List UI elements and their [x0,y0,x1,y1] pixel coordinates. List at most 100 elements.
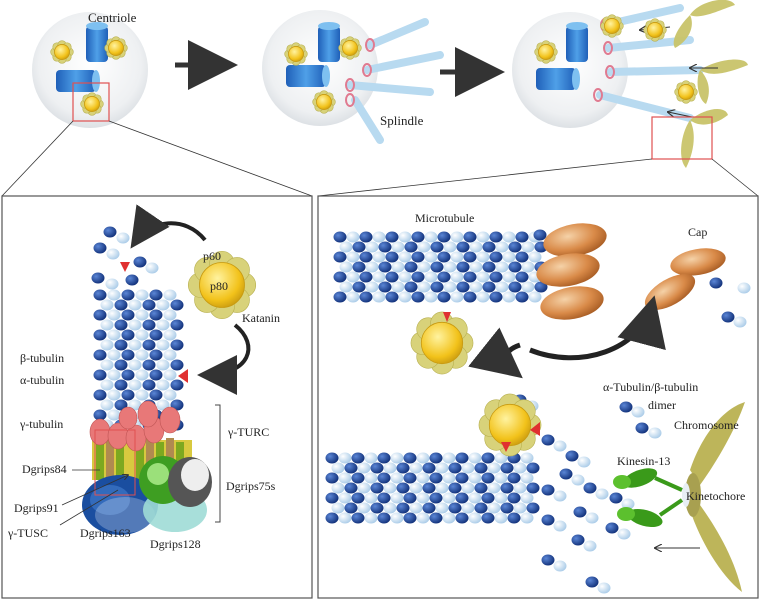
alpha-tubulin-subunit [515,291,529,303]
katanin-mini-icon [643,18,667,42]
alpha-tubulin-subunit [448,482,462,494]
alpha-tubulin-subunit [541,484,555,496]
alpha-tubulin-subunit [437,231,451,243]
beta-tubulin-subunit [156,359,170,371]
beta-tubulin-subunit [100,359,114,371]
alpha-tubulin-subunit [573,506,587,518]
alpha-tubulin-subunit [325,492,339,504]
p60-label: p60 [203,249,221,263]
beta-tubulin-subunit [346,271,360,283]
beta-tubulin-subunit [390,512,404,524]
alpha-tubulin-subunit [121,389,135,401]
beta-tubulin-subunit [365,241,379,253]
beta-tubulin-subunit [435,502,449,514]
alpha-tubulin-subunit [456,281,470,293]
alpha-tubulin-subunit [351,492,365,504]
alpha-tubulin-subunit [325,452,339,464]
beta-tubulin-subunit [163,389,177,401]
alpha-tubulin-subunit [403,472,417,484]
alpha-tubulin-subunit [456,261,470,273]
beta-tubulin-subunit [100,339,114,351]
beta-tubulin-subunit [409,462,423,474]
beta-tubulin-subunit [443,241,457,253]
alpha-tubulin-subunit [411,271,425,283]
alpha-tubulin-subunit [507,492,521,504]
dgrips75s-label: Dgrips75s [226,479,276,493]
beta-tubulin-subunit [346,251,360,263]
beta-tubulin-subunit [100,299,114,311]
beta-tubulin-subunit [106,248,120,260]
alpha-tubulin-subunit [121,329,135,341]
alpha-tubulin-subunit [489,231,503,243]
beta-tubulin-subunit [372,231,386,243]
cleave-marker-top [120,262,130,272]
alpha-tubulin-subunit [396,502,410,514]
microtubule-horizontal-top [333,231,548,303]
alpha-tubulin-subunit [103,226,117,238]
alpha-tubulin-subunit [333,231,347,243]
katanin-p80-core [316,94,332,110]
alpha-tubulin-subunit [91,272,105,284]
beta-tubulin-subunit [163,309,177,321]
alpha-tubulin-subunit [149,389,163,401]
beta-tubulin-subunit [502,251,516,263]
alpha-tubulin-subunit [370,482,384,494]
beta-tubulin-subunit [398,231,412,243]
beta-tubulin-subunit [163,329,177,341]
alpha-tubulin-subunit [377,512,391,524]
alpha-tubulin-subunit [456,241,470,253]
alpha-tubulin-subunit [359,271,373,283]
kinesin13-label: Kinesin-13 [617,454,670,468]
alpha-tubulin-subunit [170,379,184,391]
beta-tubulin-label: β-tubulin [20,351,64,365]
alpha-tubulin-subunit [352,261,366,273]
cleave-marker-right-3 [530,422,540,436]
katanin-mini-icon [104,36,128,60]
beta-tubulin-subunit [583,540,597,552]
alpha-tubulin-subunit [333,271,347,283]
alpha-tubulin-subunit [170,359,184,371]
beta-tubulin-subunit [424,251,438,263]
beta-tubulin-subunit [521,281,535,293]
beta-tubulin-subunit [487,462,501,474]
free-dimers-left [91,226,159,290]
beta-tubulin-subunit [469,241,483,253]
katanin-p80-core [538,44,554,60]
beta-tubulin-subunit [442,452,456,464]
dgrips84-label: Dgrips84 [22,462,67,476]
microtubule-label: Microtubule [415,211,474,225]
turc-bracket [215,404,221,523]
dgrips163-label: Dgrips163 [80,526,131,540]
alpha-tubulin-subunit [437,291,451,303]
alpha-tubulin-subunit [515,231,529,243]
beta-tubulin-subunit [417,261,431,273]
alpha-tubulin-subunit [385,291,399,303]
beta-tubulin-subunit [424,271,438,283]
alpha-tubulin-subunit [448,502,462,514]
alpha-tubulin-subunit [500,502,514,514]
alpha-tubulin-subunit [359,291,373,303]
beta-tubulin-subunit [521,261,535,273]
beta-tubulin-subunit [156,319,170,331]
beta-tubulin-subunit [135,289,149,301]
alpha-tubulin-subunit [142,379,156,391]
top-cell-3 [512,0,748,168]
beta-tubulin-subunit [100,319,114,331]
beta-tubulin-subunit [364,472,378,484]
katanin-p80-core [84,96,100,112]
katanin-p80-core [678,84,694,100]
alpha-tubulin-subunit [142,299,156,311]
beta-tubulin-subunit [145,262,159,274]
alpha-tubulin-subunit [541,554,555,566]
beta-tubulin-subunit [390,472,404,484]
beta-tubulin-subunit [442,492,456,504]
beta-tubulin-subunit [553,520,567,532]
alpha-tubulin-subunit [482,261,496,273]
beta-tubulin-subunit [442,472,456,484]
katanin-right-top [410,311,474,375]
beta-tubulin-subunit [398,271,412,283]
alpha-tubulin-subunit [455,472,469,484]
beta-tubulin-subunit [128,379,142,391]
beta-tubulin-subunit [494,452,508,464]
